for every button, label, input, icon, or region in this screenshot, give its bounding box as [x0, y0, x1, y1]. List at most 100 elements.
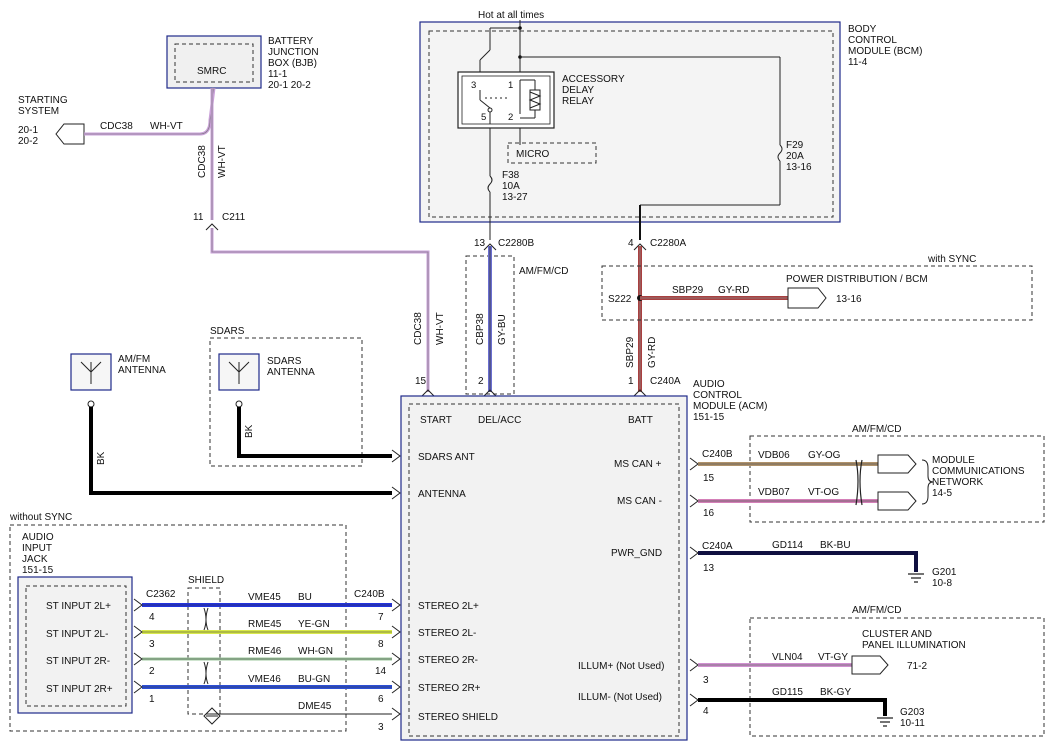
twisted-pair-icon — [855, 459, 859, 506]
batt-pin: 1 — [628, 376, 634, 387]
jack-pin-3: 3 — [149, 639, 155, 650]
whgn-label: WH-GN — [298, 646, 333, 657]
mcn-brace — [921, 459, 934, 505]
g201-ref: 10-8 — [932, 578, 952, 589]
start-connector — [421, 389, 435, 397]
antenna-connector — [391, 486, 401, 500]
sdars-coax-icon — [235, 400, 243, 408]
starting-connector — [55, 123, 85, 145]
twist-icon-4 — [205, 661, 209, 685]
g203-ref: 10-11 — [900, 718, 925, 729]
yegn-label: YE-GN — [298, 619, 330, 630]
micro-label: MICRO — [516, 149, 550, 160]
relay-pin-5: 5 — [481, 112, 486, 123]
ms-can-minus-pin: 16 — [703, 508, 715, 519]
bcm-label-3: MODULE (BCM) — [848, 46, 922, 57]
acm-pin-14: 14 — [375, 666, 387, 677]
jack-term-2r-minus: ST INPUT 2R- — [46, 656, 110, 667]
ms-can-box — [749, 435, 1045, 523]
c240b-left-label: C240B — [354, 589, 385, 600]
starting-label-4: 20-2 — [18, 136, 38, 147]
acm-label-4: 151-15 — [693, 412, 725, 423]
acm-label-1: AUDIO — [693, 379, 725, 390]
shield-label: SHIELD — [188, 575, 224, 586]
wire-gd115 — [698, 698, 887, 716]
acm-term-illum-minus: ILLUM- (Not Used) — [578, 692, 662, 703]
acm-connector-6 — [391, 680, 401, 694]
bjb-label-1: BATTERY — [268, 36, 314, 47]
acm-term-stereo-2l-minus: STEREO 2L- — [418, 628, 476, 639]
c2280a-connector — [633, 243, 647, 251]
acm-term-ms-can-plus: MS CAN + — [614, 459, 662, 470]
acm-pin-8: 8 — [378, 639, 384, 650]
f29-label-2: 20A — [786, 151, 804, 162]
c240a-top-label: C240A — [650, 376, 681, 387]
acm-term-batt: BATT — [628, 415, 653, 426]
cluster-box — [749, 617, 1045, 737]
mcn-connector-minus — [877, 491, 917, 511]
c211-label: C211 — [222, 212, 246, 223]
acm-term-stereo-2r-minus: STEREO 2R- — [418, 655, 478, 666]
power-dist-ref: 13-16 — [836, 294, 862, 305]
cbp38-label: CBP38 — [475, 313, 486, 345]
g203-ground-icon — [877, 717, 893, 727]
batt-connector — [633, 389, 647, 397]
relay-pin-1: 1 — [508, 80, 513, 91]
acm-term-sdars-ant: SDARS ANT — [418, 452, 475, 463]
acm-connector-7 — [391, 598, 401, 612]
sdars-label: SDARS — [210, 326, 245, 337]
acm-term-stereo-shield: STEREO SHIELD — [418, 712, 498, 723]
hot-at-all-times-label: Hot at all times — [478, 10, 544, 21]
gyrd-label-b: GY-RD — [647, 337, 658, 368]
mcn-label-4: 14-5 — [932, 488, 952, 499]
delacc-pin: 2 — [478, 376, 484, 387]
relay-label-1: ACCESSORY — [562, 74, 625, 85]
acm-label-3: MODULE (ACM) — [693, 401, 767, 412]
g201-label: G201 — [932, 567, 957, 578]
starting-label-3: 20-1 — [18, 125, 38, 136]
sdars-ant-label-1: SDARS — [267, 356, 302, 367]
smrc-label: SMRC — [197, 66, 226, 77]
c2280b-pin: 13 — [474, 238, 486, 249]
relay-label-2: DELAY — [562, 85, 594, 96]
bcm-label-4: 11-4 — [848, 57, 868, 68]
bjb-label-3: BOX (BJB) — [268, 58, 317, 69]
relay-pin-2: 2 — [508, 112, 513, 123]
relay-label-3: RELAY — [562, 96, 594, 107]
cluster-label-2: PANEL ILLUMINATION — [862, 640, 966, 651]
bkbu-label: BK-BU — [820, 540, 851, 551]
cluster-ref: 71-2 — [907, 661, 927, 672]
c2280b-label: C2280B — [498, 238, 534, 249]
c211-connector — [205, 223, 219, 231]
mcn-label-2: COMMUNICATIONS — [932, 466, 1025, 477]
acm-term-delacc: DEL/ACC — [478, 415, 521, 426]
ms-can-plus-connector — [689, 457, 699, 471]
aux-label-2: INPUT — [22, 543, 52, 554]
jack-term-2l-minus: ST INPUT 2L- — [46, 629, 108, 640]
wire-cdc38-starting-core — [84, 87, 215, 135]
illum-plus-connector — [689, 658, 699, 672]
acm-connector-8 — [391, 625, 401, 639]
rme46-label: RME46 — [248, 646, 282, 657]
c2280a-pin: 4 — [628, 238, 634, 249]
c240a-right-label: C240A — [702, 541, 733, 552]
bkgy-label: BK-GY — [820, 687, 851, 698]
jack-connector-1 — [133, 680, 143, 694]
amfmcd-label-3: AM/FM/CD — [852, 605, 901, 616]
bu-label: BU — [298, 592, 312, 603]
acm-term-stereo-2l-plus: STEREO 2L+ — [418, 601, 479, 612]
pwr-gnd-pin: 13 — [703, 563, 715, 574]
whvt-label-c: WH-VT — [435, 312, 446, 345]
cluster-connector — [851, 655, 889, 675]
acm-term-start: START — [420, 415, 452, 426]
shield-drain-icon — [203, 707, 221, 725]
sbp29-label-b: SBP29 — [625, 336, 636, 368]
acm-term-illum-plus: ILLUM+ (Not Used) — [578, 661, 664, 672]
jack-term-2r-plus: ST INPUT 2R+ — [46, 684, 113, 695]
acm-pin-7: 7 — [378, 612, 384, 623]
wire-cdc38-to-acm-core — [211, 228, 429, 392]
acm-term-stereo-2r-plus: STEREO 2R+ — [418, 683, 481, 694]
c2280b-connector — [483, 243, 497, 251]
relay-coil-winding — [528, 91, 542, 109]
jack-connector-2 — [133, 652, 143, 666]
